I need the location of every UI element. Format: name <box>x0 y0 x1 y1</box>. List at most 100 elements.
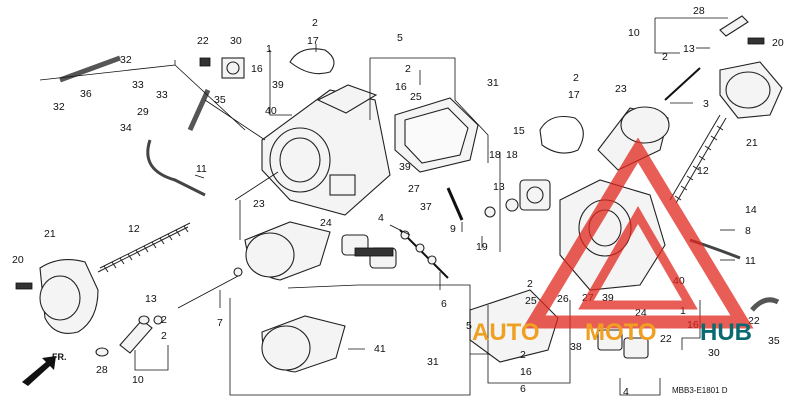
callout-11-right: 11 <box>745 255 756 267</box>
hose-35-left <box>187 88 211 132</box>
callout-39-bottom: 39 <box>602 292 614 304</box>
watermark-triangle-inner <box>578 206 698 310</box>
callout-28-right: 28 <box>693 5 705 17</box>
watermark-logo: AUTO MOTO HUB <box>472 137 754 346</box>
direction-arrow-label: FR. <box>52 352 67 362</box>
watermark-triangle-outer <box>522 137 754 329</box>
spring-12-left <box>97 222 191 273</box>
front-direction-arrow: FR. <box>22 352 67 386</box>
watermark-text-mid: MOTO <box>585 319 657 346</box>
callout-22-top: 22 <box>197 35 209 47</box>
callout-2-mid: 2 <box>405 63 411 75</box>
screw-28-top <box>719 15 749 37</box>
callout-31-bottom: 31 <box>427 356 439 368</box>
watermark-text-right: HUB <box>700 319 752 346</box>
gasket-17-left <box>289 48 335 75</box>
callout-12-right: 12 <box>697 165 709 177</box>
leader-lines <box>39 17 735 396</box>
hose-35-right <box>750 297 780 312</box>
callout-30-right: 30 <box>708 347 720 359</box>
fuel-joint-24-right <box>597 329 649 359</box>
callout-21-right: 21 <box>746 137 758 149</box>
screw-22-top <box>199 57 211 67</box>
callout-2-right-b: 2 <box>662 51 668 63</box>
callout-33-b: 33 <box>156 89 168 101</box>
gasket-17-right <box>539 115 584 154</box>
callout-18-b: 18 <box>506 149 518 161</box>
callout-13-right: 13 <box>683 43 695 55</box>
callout-41: 41 <box>374 343 386 355</box>
callout-32-b: 32 <box>53 101 65 113</box>
callout-7: 7 <box>217 317 223 329</box>
callout-36: 36 <box>80 88 92 100</box>
callout-23-left: 23 <box>253 198 265 210</box>
callout-31-top: 31 <box>487 77 499 89</box>
jet-set-6 <box>399 229 449 279</box>
callout-23-right: 23 <box>615 83 627 95</box>
needle-7 <box>177 274 241 309</box>
callout-4-left: 4 <box>378 212 384 224</box>
callout-2-bottom-b: 2 <box>520 349 526 361</box>
spring-12-right <box>669 114 727 204</box>
callout-17-top: 17 <box>307 35 319 47</box>
callout-26: 26 <box>557 293 569 305</box>
air-cut-valve-25-top <box>394 97 479 173</box>
callout-35-right: 35 <box>768 335 780 347</box>
callout-2-right: 2 <box>573 72 579 84</box>
callout-2-bottom-a: 2 <box>527 278 533 290</box>
callout-4-bottom: 4 <box>623 386 629 398</box>
callout-1-right: 1 <box>680 305 686 317</box>
float-chamber-cover-left <box>39 259 99 334</box>
callout-6: 6 <box>441 298 447 310</box>
callout-12-left: 12 <box>128 223 140 235</box>
fuel-hose-11 <box>146 139 206 197</box>
callout-labels: 2 17 30 22 1 16 39 40 32 32 36 33 33 29 … <box>12 5 784 398</box>
drawing-code: MBB3-E1801 D <box>672 386 728 395</box>
callout-10-right: 10 <box>628 27 640 39</box>
callout-13-mid: 13 <box>493 181 505 193</box>
thermo-valve-15 <box>505 179 551 212</box>
washer-19 <box>484 206 496 218</box>
diaphragm-41 <box>261 315 346 373</box>
watermark-text-left: AUTO <box>472 319 540 346</box>
shaft-3 <box>664 67 701 101</box>
callout-16-bottom: 16 <box>520 366 532 378</box>
diaphragm-23-left <box>244 221 331 281</box>
callout-6-bottom-placeholder: 6 <box>520 383 526 395</box>
callout-5-top: 5 <box>397 32 403 44</box>
washer-7 <box>233 267 243 277</box>
callout-1-top: 1 <box>266 43 272 55</box>
callout-5-bottom: 5 <box>466 320 472 332</box>
callout-9: 9 <box>450 223 456 235</box>
bolt-20-right <box>747 37 765 45</box>
callout-15: 15 <box>513 125 525 137</box>
callout-27: 27 <box>408 183 420 195</box>
callout-24-left: 24 <box>320 217 332 229</box>
callout-28-left: 28 <box>96 364 108 376</box>
callout-24-right: 24 <box>635 307 647 319</box>
callout-20-right: 20 <box>772 37 784 49</box>
callout-2-top: 2 <box>312 17 318 29</box>
fuel-joint-24-left <box>341 234 397 269</box>
callout-8: 8 <box>745 225 751 237</box>
callout-35-left: 35 <box>214 94 226 106</box>
callout-38: 38 <box>570 341 582 353</box>
callout-14: 14 <box>745 204 757 216</box>
callout-2-left-a: 2 <box>161 314 167 326</box>
callout-19: 19 <box>476 241 488 253</box>
bolt-20-left <box>15 282 33 290</box>
needle-jet-9 <box>446 187 464 221</box>
callout-21-left: 21 <box>44 228 56 240</box>
valve-30-top <box>221 57 245 79</box>
callout-2-left-b: 2 <box>161 330 167 342</box>
callout-20-left: 20 <box>12 254 24 266</box>
callout-37: 37 <box>420 201 432 213</box>
callout-11-left: 11 <box>196 163 207 175</box>
screw-10-left <box>95 315 163 357</box>
callout-25-top: 25 <box>410 91 422 103</box>
callout-22-far-right: 22 <box>748 315 760 327</box>
callout-22-right: 22 <box>660 333 672 345</box>
callout-40-top: 40 <box>265 105 277 117</box>
callout-16-mid: 16 <box>395 81 407 93</box>
